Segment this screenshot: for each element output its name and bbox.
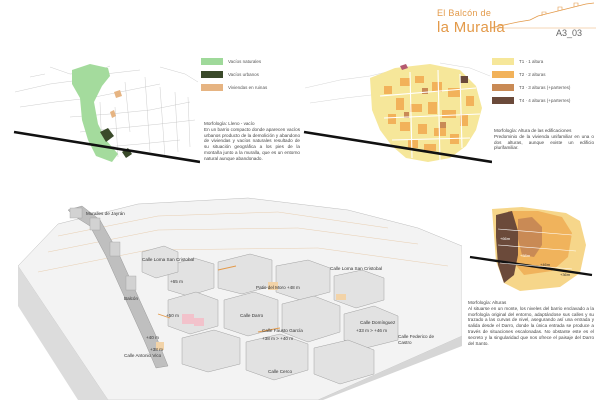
legend-height-1: T1 · 1 altura [492, 58, 543, 65]
label-antonio: Calle Antonio Vico [124, 353, 162, 358]
section-tag-3: +46m [540, 262, 551, 267]
label-cerco: Calle Cerco [268, 369, 292, 374]
axonometric-model [18, 197, 462, 400]
legend-height-4: T4 · 4 alturas (+parterres) [492, 97, 570, 104]
panel3-paragraph: Morfología: Alturas Al situarse en un mo… [468, 300, 594, 346]
legend-item-3: Viviendas en ruinas [201, 84, 267, 91]
label-h50: +50 m [166, 313, 179, 318]
terrain-section [469, 207, 593, 291]
label-fausto: Calle Fausto García [262, 328, 303, 333]
label-loma-1: Calle Loma San Cristobal [142, 257, 195, 262]
section-tag-1: +66m [500, 236, 511, 241]
label-federico: Calle Federico de Castro [398, 334, 435, 345]
label-h40: +40 m [146, 335, 159, 340]
panel1-paragraph: Morfología: Lleno - vacío En un barrio c… [204, 121, 300, 161]
map-heights [303, 62, 492, 164]
panel2-paragraph: Morfología: Altura de las edificaciones … [494, 128, 594, 151]
legend-item-1: Vacíos naturales [201, 58, 261, 65]
label-fausto-h: +38 m > +40 m [262, 336, 294, 341]
sheet-code: A3_03 [556, 28, 583, 38]
label-loma-2: Calle Loma San Cristobal [330, 266, 383, 271]
label-h38: +38 m [150, 347, 163, 352]
label-h65: +65 m [170, 279, 183, 284]
label-patio: Patio del Moro +48 m [256, 285, 300, 290]
section-tag-4: +36m [560, 272, 571, 277]
map-void-fill [13, 64, 200, 164]
label-balcon: Balcón [124, 296, 139, 301]
title-line-1: El Balcón de [437, 8, 492, 18]
legend-height-2: T2 · 2 alturas [492, 71, 546, 78]
label-darro: Calle Darro [240, 313, 264, 318]
label-dominguez: Calle Domínguez [360, 320, 396, 325]
legend-item-2: Vacíos urbanos [201, 71, 259, 78]
label-muralla: Muralles de Jayrán [86, 211, 125, 216]
wall-silhouette-icon [489, 2, 596, 29]
section-tag-2: +58m [520, 253, 531, 258]
label-dominguez-h: +33 m > +46 m [356, 328, 388, 333]
legend-height-3: T3 · 3 alturas (+parterres) [492, 84, 570, 91]
title-line-2: la Muralla [437, 19, 506, 36]
